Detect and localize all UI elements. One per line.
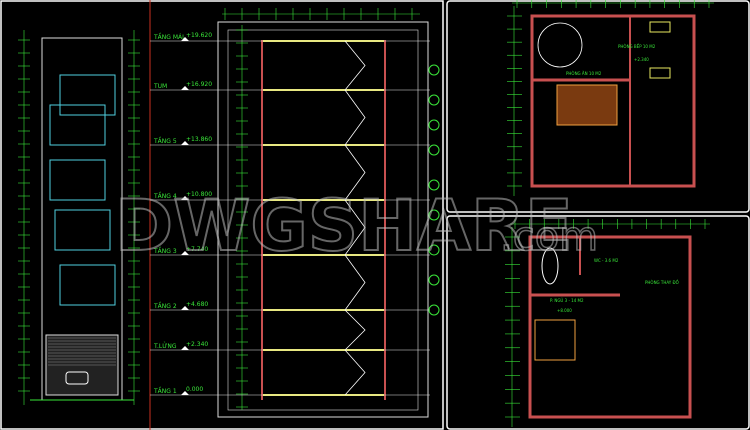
axis-bubble bbox=[428, 179, 440, 191]
axis-bubble bbox=[428, 209, 440, 221]
elevation-label: +8.000 bbox=[557, 308, 572, 313]
level-symbol bbox=[181, 141, 189, 145]
window bbox=[59, 264, 116, 306]
level-symbol bbox=[181, 346, 189, 350]
window bbox=[59, 74, 116, 116]
room-label: P. NGỦ 3 - 14 M2 bbox=[550, 298, 584, 303]
axis-bubble bbox=[428, 64, 440, 76]
stair-flight bbox=[344, 40, 366, 91]
level-elevation: +10.800 bbox=[186, 191, 212, 198]
level-symbol bbox=[181, 86, 189, 90]
spiral-stair bbox=[541, 247, 559, 285]
floor-plan-top bbox=[507, 0, 714, 196]
svg-text:.com: .com bbox=[500, 214, 598, 260]
level-symbol bbox=[181, 37, 189, 41]
wall-outline bbox=[528, 235, 692, 419]
stair-flight bbox=[344, 89, 366, 146]
stair-flight bbox=[344, 199, 366, 256]
dining-table bbox=[556, 84, 618, 126]
stair-flight bbox=[344, 309, 366, 351]
axis-bubble bbox=[428, 144, 440, 156]
level-name: TẦNG 2 bbox=[153, 302, 177, 310]
level-elevation: +2.340 bbox=[186, 341, 208, 348]
level-symbol bbox=[181, 251, 189, 255]
level-name: TẦNG 4 bbox=[153, 192, 177, 200]
room-label: PHÒNG ĂN 10 M2 bbox=[566, 71, 602, 76]
window bbox=[49, 159, 106, 201]
room-label: PHÒNG BẾP 10 M2 bbox=[618, 43, 656, 49]
level-symbol bbox=[181, 196, 189, 200]
stair-flight bbox=[344, 349, 366, 396]
front-elevation bbox=[18, 30, 140, 405]
level-name: TẦNG 1 bbox=[153, 387, 177, 395]
plan-top-frame bbox=[446, 0, 750, 213]
level-elevation: 0.000 bbox=[186, 386, 203, 393]
sink bbox=[649, 21, 671, 33]
room-label: PHÒNG THAY ĐỒ bbox=[645, 280, 679, 285]
level-elevation: +13.860 bbox=[186, 136, 212, 143]
level-elevation: +4.680 bbox=[186, 301, 208, 308]
level-name: TẦNG 5 bbox=[153, 137, 177, 145]
floor-plan-bottom bbox=[505, 219, 710, 427]
axis-bubble bbox=[428, 94, 440, 106]
level-symbol bbox=[181, 391, 189, 395]
window bbox=[49, 104, 106, 146]
level-elevation: +7.740 bbox=[186, 246, 208, 253]
level-symbol bbox=[181, 306, 189, 310]
section-frame-inner bbox=[227, 29, 419, 411]
axis-bubble bbox=[428, 119, 440, 131]
stair-flight bbox=[344, 254, 366, 311]
svg-text:DWGSHARE: DWGSHARE bbox=[115, 185, 573, 267]
level-name: TẦNG 3 bbox=[153, 247, 177, 255]
level-elevation: +16.920 bbox=[186, 81, 212, 88]
axis-bubbles bbox=[428, 64, 440, 316]
watermark-logo: DWGSHARE .com bbox=[114, 184, 599, 268]
axis-bubble bbox=[428, 304, 440, 316]
axis-bubble bbox=[428, 244, 440, 256]
window bbox=[54, 209, 111, 251]
level-name: TẦNG MÁI bbox=[153, 33, 184, 41]
level-elevation: +19.620 bbox=[186, 32, 212, 39]
axis-bubble bbox=[428, 274, 440, 286]
spiral-stair bbox=[537, 22, 583, 68]
stair-flight bbox=[344, 144, 366, 201]
wall-outline bbox=[530, 14, 696, 188]
car-icon bbox=[65, 371, 89, 385]
section-frame bbox=[217, 21, 429, 418]
plan-bottom-frame bbox=[446, 215, 750, 430]
bed bbox=[534, 319, 576, 361]
left-frame bbox=[0, 0, 444, 430]
stove bbox=[649, 67, 671, 79]
room-label: WC - 3.6 M2 bbox=[594, 258, 619, 263]
elevation-label: +2.340 bbox=[634, 57, 649, 62]
level-name: TUM bbox=[153, 83, 167, 90]
level-name: T.LỬNG bbox=[153, 342, 177, 350]
